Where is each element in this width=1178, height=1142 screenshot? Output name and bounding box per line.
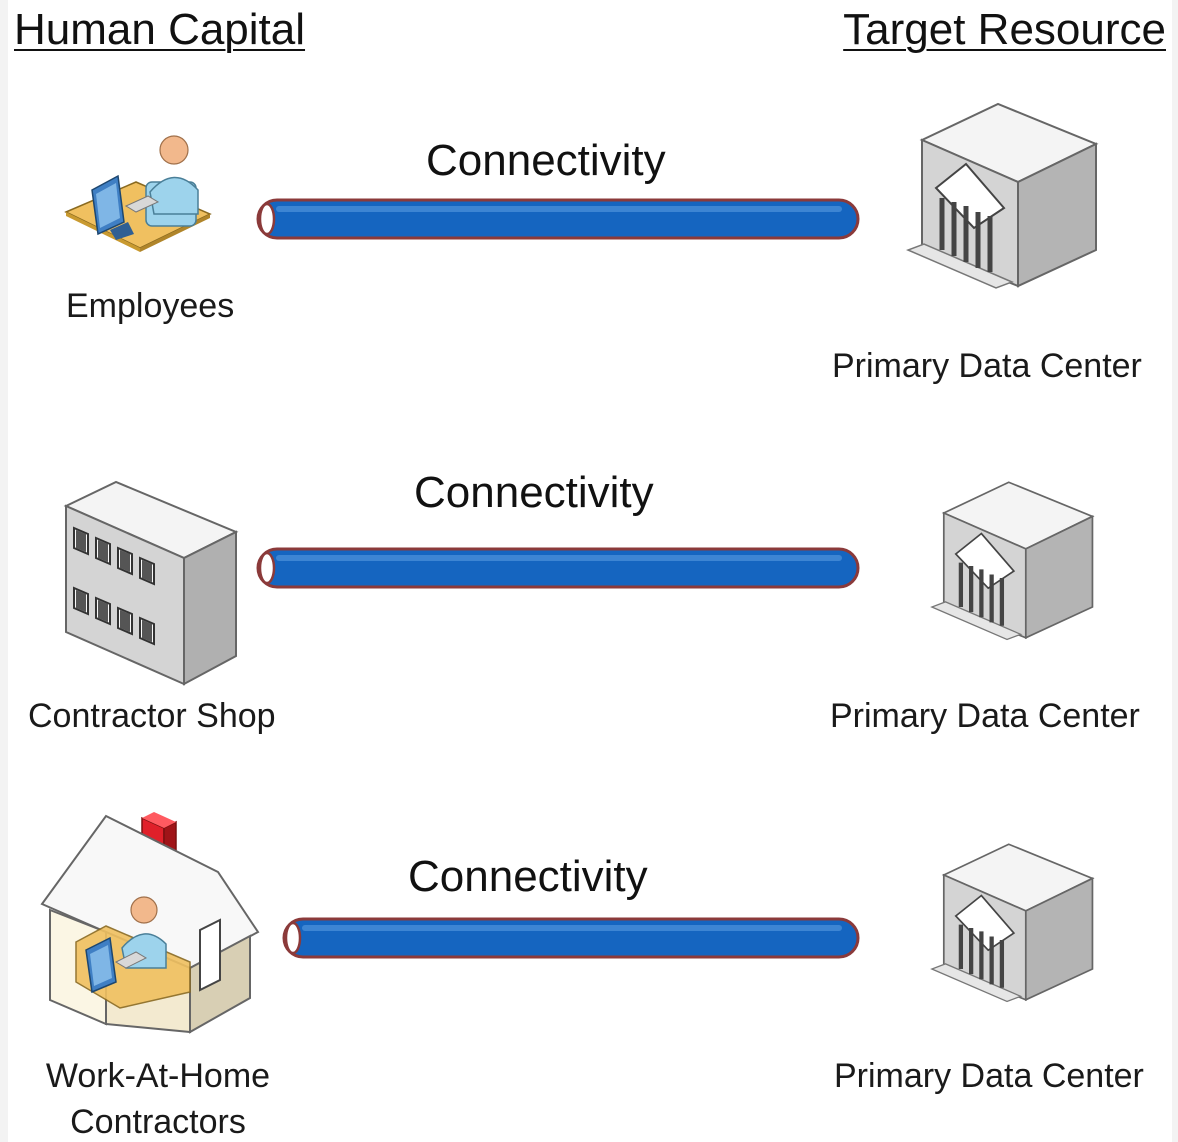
target-resource-heading: Target Resource <box>843 5 1166 54</box>
data-center-icon <box>930 843 1095 1003</box>
right-margin-strip <box>1172 0 1178 1142</box>
connectivity-label-1: Connectivity <box>426 136 666 185</box>
connectivity-pipe-1 <box>256 198 860 240</box>
work-at-home-contractors-label: Work-At-Home Contractors <box>20 1056 296 1142</box>
home-office-icon <box>40 812 260 1034</box>
primary-data-center-label-2: Primary Data Center <box>830 697 1140 735</box>
connectivity-pipe-2 <box>256 547 860 589</box>
primary-data-center-label-1: Primary Data Center <box>832 347 1142 385</box>
data-center-icon <box>930 481 1095 641</box>
connectivity-pipe-3 <box>282 917 860 959</box>
primary-data-center-label-3: Primary Data Center <box>834 1057 1144 1095</box>
left-margin-strip <box>0 0 8 1142</box>
data-center-icon <box>905 102 1099 289</box>
work-at-home-label-line1: Work-At-Home <box>45 1057 271 1095</box>
employee-at-desk-icon <box>64 135 212 252</box>
connectivity-label-3: Connectivity <box>408 852 648 901</box>
connectivity-label-2: Connectivity <box>414 468 654 517</box>
work-at-home-label-line2: Contractors <box>70 1103 246 1141</box>
human-capital-heading: Human Capital <box>14 5 306 54</box>
office-building-icon <box>63 480 239 686</box>
contractor-shop-label: Contractor Shop <box>28 697 276 735</box>
employees-label: Employees <box>66 287 235 325</box>
